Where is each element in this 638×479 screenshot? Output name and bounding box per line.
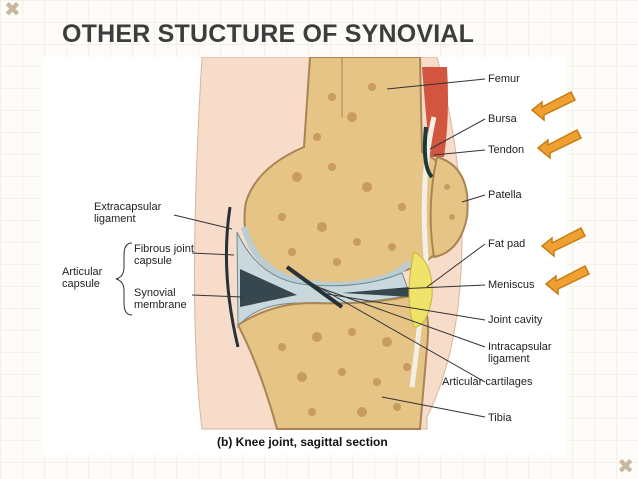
label-fat-pad: Fat pad [488, 238, 526, 250]
label-extracapsular-ligament-line2: ligament [94, 213, 136, 225]
meniscus-front [342, 287, 412, 297]
knee-illustration [115, 57, 486, 430]
label-intracapsular-ligament-line2: ligament [488, 353, 530, 365]
label-intracapsular-ligament-line1: Intracapsular [488, 341, 552, 353]
slide-title: OTHER STUCTURE OF SYNOVIAL [62, 20, 475, 48]
femur-cartilage [241, 226, 413, 289]
label-articular-cartilages: Articular cartilages [442, 376, 533, 388]
highlight-arrow-icon [544, 264, 591, 296]
label-bursa: Bursa [488, 113, 517, 125]
label-articular-capsule-line2: capsule [62, 278, 100, 290]
corner-decoration: ✖ [4, 0, 21, 21]
patella-bone [429, 155, 469, 259]
tendon [409, 116, 437, 388]
label-synovial-membrane-line1: Synovial [134, 287, 176, 299]
label-fibrous-joint-capsule-line1: Fibrous joint [134, 243, 194, 255]
highlight-arrow-icon [540, 226, 587, 258]
fibrous-capsule [224, 206, 240, 348]
figure-caption: (b) Knee joint, sagittal section [217, 435, 388, 449]
label-synovial-membrane-line2: membrane [134, 299, 187, 311]
leader-lines-left [115, 214, 243, 316]
label-tendon: Tendon [488, 144, 525, 156]
highlight-arrow-icon [530, 90, 577, 122]
label-extracapsular-ligament-line1: Extracapsular [94, 201, 162, 213]
label-tibia: Tibia [488, 412, 512, 424]
label-patella: Patella [488, 189, 522, 201]
meniscus-back [240, 269, 297, 307]
bone-texture [278, 83, 455, 417]
label-fibrous-joint-capsule-line2: capsule [134, 255, 172, 267]
label-meniscus: Meniscus [488, 279, 535, 291]
label-femur: Femur [488, 73, 520, 85]
highlight-arrow-icon [536, 128, 583, 160]
bursa [422, 126, 434, 179]
knee-joint-diagram: Femur Bursa Tendon Patella Fat pad Menis… [42, 57, 566, 455]
corner-decoration: ✖ [617, 456, 634, 478]
leader-lines-right [286, 78, 486, 418]
label-articular-capsule-line1: Articular [62, 266, 103, 278]
label-joint-cavity: Joint cavity [488, 314, 543, 326]
